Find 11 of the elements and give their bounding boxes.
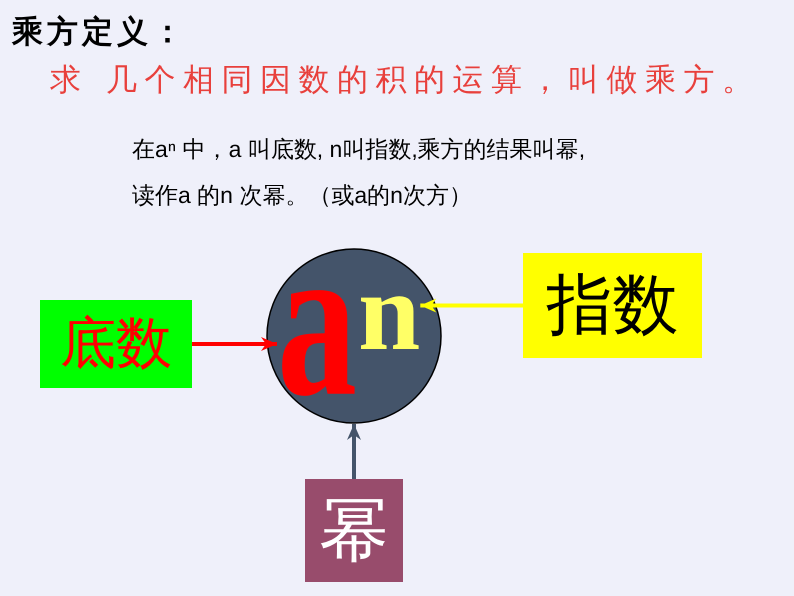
arrow — [347, 424, 361, 479]
explanation-paragraph: 在aⁿ 中，a 叫底数, n叫指数,乘方的结果叫幂,读作a 的n 次幂。（或a的n次方） — [132, 135, 586, 210]
term-box: 底数 — [40, 300, 192, 388]
exponent-letter: n — [358, 284, 420, 351]
term-box: 指数 — [523, 253, 702, 358]
term-box: 幂 — [305, 479, 403, 582]
arrow — [420, 298, 523, 312]
arrow — [192, 337, 277, 351]
definition-text: 求 几个相同因数的积的运算，叫做乘方。 — [50, 62, 760, 100]
heading: 乘方定义： — [12, 14, 187, 52]
base-letter: a — [277, 264, 357, 396]
